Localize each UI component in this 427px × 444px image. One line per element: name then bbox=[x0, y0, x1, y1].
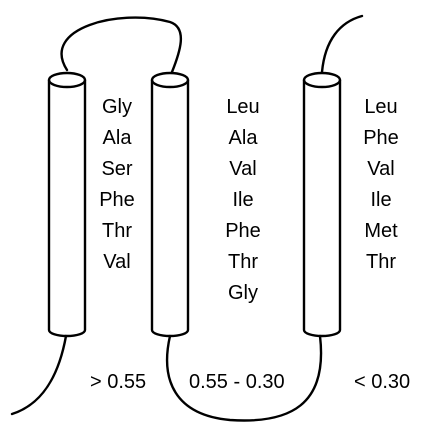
residue-label: Leu bbox=[364, 96, 398, 118]
residue-label: Ile bbox=[370, 189, 392, 211]
residue-label: Met bbox=[364, 220, 398, 242]
range-label-mid: 0.55 - 0.30 bbox=[189, 371, 285, 393]
residue-column-3: Leu Phe Val Ile Met Thr bbox=[346, 92, 416, 278]
residue-label: Phe bbox=[363, 127, 399, 149]
helix-cylinder-3 bbox=[302, 71, 342, 338]
residue-label: Ile bbox=[232, 189, 254, 211]
residue-label: Thr bbox=[366, 251, 396, 273]
range-label-low: < 0.30 bbox=[354, 371, 411, 393]
residue-label: Gly bbox=[228, 282, 258, 304]
residue-label: Ser bbox=[101, 158, 133, 180]
residue-column-1: Gly Ala Ser Phe Thr Val bbox=[82, 92, 152, 278]
residue-label: Thr bbox=[228, 251, 258, 273]
helix-cylinder-1 bbox=[47, 71, 87, 338]
tail-bottom-left bbox=[10, 334, 68, 416]
helix-cylinder-2 bbox=[150, 71, 190, 338]
residue-label: Gly bbox=[102, 96, 132, 118]
residue-label: Val bbox=[229, 158, 257, 180]
residue-label: Ala bbox=[102, 127, 132, 149]
loop-connector-top-right bbox=[320, 14, 364, 74]
residue-column-2: Leu Ala Val Ile Phe Thr Gly bbox=[208, 92, 278, 309]
residue-label: Phe bbox=[225, 220, 261, 242]
loop-connector-top-left bbox=[60, 16, 183, 74]
range-label-high: > 0.55 bbox=[90, 371, 147, 393]
residue-label: Ala bbox=[228, 127, 258, 149]
loop-connector-bottom-middle bbox=[165, 334, 323, 422]
residue-label: Leu bbox=[226, 96, 260, 118]
residue-label: Val bbox=[103, 251, 131, 273]
residue-label: Val bbox=[367, 158, 395, 180]
residue-label: Thr bbox=[102, 220, 132, 242]
residue-label: Phe bbox=[99, 189, 135, 211]
